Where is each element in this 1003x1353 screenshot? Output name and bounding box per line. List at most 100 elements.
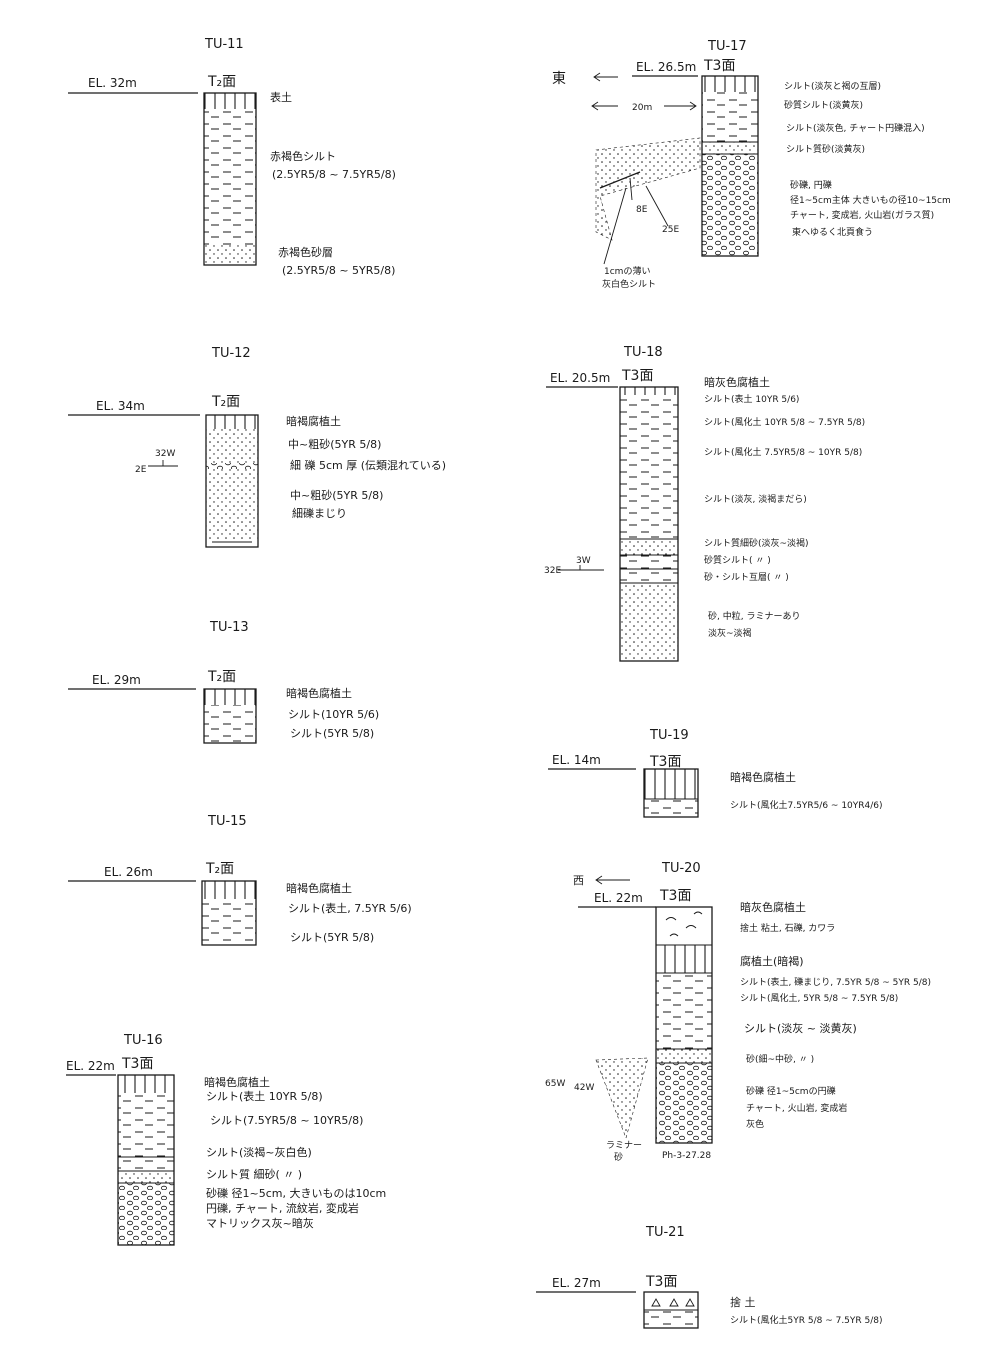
layer-note: 暗褐色腐植土 [286,881,352,895]
arrow-head [591,101,599,111]
layer-note: シルト(淡灰, 淡褐まだら) [704,493,807,505]
layer-gravel [118,1183,174,1245]
surface-label: T3面 [659,888,691,904]
layer-note: 細 礫 5cm 厚 (伝類混れている) [290,458,446,472]
dip-mark: 2E [135,465,147,475]
section-tu-21: TU-21 EL. 27m T3面 捨 土 シルト(風化土5YR 5/8 ~ 7… [536,1225,883,1329]
layer-humus [202,881,256,899]
layer-medium-sand [620,583,678,661]
layer-humus [118,1075,174,1093]
layer-note: 暗褐色腐植土 [730,770,796,784]
layer-sand [206,429,258,465]
layer-note: シルト(表土, 7.5YR 5/6) [288,901,412,915]
dip-line [629,177,633,201]
section-title: TU-21 [645,1225,685,1240]
layer-sandy-silt [702,92,758,142]
surface-label: T3面 [621,368,653,384]
elevation-label: EL. 14m [552,753,601,767]
layer-note: 腐植土(暗褐) [740,954,804,968]
elevation-label: EL. 34m [96,399,145,413]
layer-note: 捨 土 [730,1295,756,1309]
section-tu-11: TU-11 EL. 32m T₂面 表土 赤褐色シルト (2.5YR5/8 ~ … [68,37,396,277]
surface-label: T₂面 [207,669,236,685]
layer-note: チャート, 変成岩, 火山岩(ガラス質) [790,209,934,221]
layer-silt-light [118,1157,174,1171]
column-frame [655,906,713,1144]
layer-silty-fine-sand [620,539,678,555]
layer-silty-sand [702,142,758,154]
side-note: ラミナー [606,1140,642,1151]
section-tu-18: TU-18 EL. 20.5m T3面 3W 32E 暗灰色腐植土 シルト(表土… [544,345,865,662]
layer-note: シルト(10YR 5/6) [288,708,379,721]
layer-silt [656,973,712,1049]
layer-note: 淡灰~淡褐 [708,627,752,639]
layer-note: シルト質細砂(淡灰~淡褐) [704,537,809,549]
elevation-label: EL. 27m [552,1276,601,1290]
dip-mark: 32W [155,449,175,459]
layer-note: 暗灰色腐植土 [704,375,770,389]
column-frame [205,414,259,548]
section-title: TU-11 [204,37,244,52]
dip-mark: 32E [544,566,561,576]
section-title: TU-13 [209,620,249,635]
layer-humus [204,689,256,705]
section-tu-12: TU-12 EL. 34m T₂面 32W 2E 暗褐腐植土 中~粗砂(5YR … [68,346,446,548]
layer-silt [204,705,256,743]
layer-note: シルト(風化土 10YR 5/8 ~ 7.5YR 5/8) [704,416,865,428]
layer-silt [644,799,698,817]
layer-note: 赤褐色シルト [270,149,336,163]
column-frame [203,92,257,266]
layer-note: 砂礫 径1~5cm, 大きいものは10cm [206,1186,386,1200]
layer-gravel [702,154,758,256]
layer-gravel [206,463,258,469]
layer-note: 砂礫, 円礫 [790,179,832,191]
elevation-label: EL. 22m [66,1059,115,1073]
dip-mark: 42W [574,1083,594,1093]
layer-humus [644,769,698,799]
layer-note: 灰色 [746,1118,764,1130]
elevation-label: EL. 32m [88,76,137,90]
layer-note: シルト(風化土, 5YR 5/8 ~ 7.5YR 5/8) [740,992,898,1004]
layer-silt [204,109,256,245]
layer-note: 砂・シルト互層( 〃 ) [704,571,789,583]
distance-label: 20m [632,103,652,113]
layer-note: シルト(5YR 5/8) [290,931,374,944]
layer-humus [206,415,258,429]
layer-note: シルト(表土 10YR 5/6) [704,393,799,405]
layer-note: 円礫, チャート, 流紋岩, 変成岩 [206,1201,359,1215]
column-frame [203,688,257,744]
section-title: TU-17 [707,39,747,54]
layer-sandy-silt [620,555,678,569]
dip-line [645,185,669,227]
layer-note: シルト(表土, 礫まじり, 7.5YR 5/8 ~ 5YR 5/8) [740,976,931,988]
layer-note: (2.5YR5/8 ~ 7.5YR5/8) [272,168,396,181]
side-note: 砂 [614,1151,623,1163]
layer-silty-fine-sand [118,1171,174,1183]
layer-note: シルト(淡灰と褐の互層) [784,80,881,92]
column-frame [201,880,257,946]
surface-label: T₂面 [211,394,240,410]
layer-sand [206,469,258,541]
layer-silt [202,899,256,945]
column-frame [643,768,699,818]
layer-note: 捨土 粘土, 石礫, カワラ [740,922,835,934]
column-frame [117,1074,175,1246]
layer-note: シルト(7.5YR5/8 ~ 10YR5/8) [210,1114,363,1127]
layer-note: 径1~5cm主体 大きいもの径10~15cm [790,194,951,206]
layer-sand [204,245,256,265]
layer-note: (2.5YR5/8 ~ 5YR5/8) [282,264,395,277]
column-frame [701,75,759,257]
layer-silt-interbedded [702,76,758,92]
section-title: TU-12 [211,346,251,361]
surface-label: T3面 [703,58,735,74]
layer-note: シルト質砂(淡黄灰) [786,143,865,155]
section-title: TU-19 [649,728,689,743]
photo-number: Ph-3-27.28 [662,1151,711,1161]
section-title: TU-15 [207,814,247,829]
layer-fill [644,1292,698,1310]
elevation-label: EL. 26m [104,865,153,879]
dip-mark: 65W [545,1079,565,1089]
layer-silt [620,395,678,539]
layer-fill-debris [656,907,712,945]
layer-note: シルト(表土 10YR 5/8) [206,1089,323,1103]
